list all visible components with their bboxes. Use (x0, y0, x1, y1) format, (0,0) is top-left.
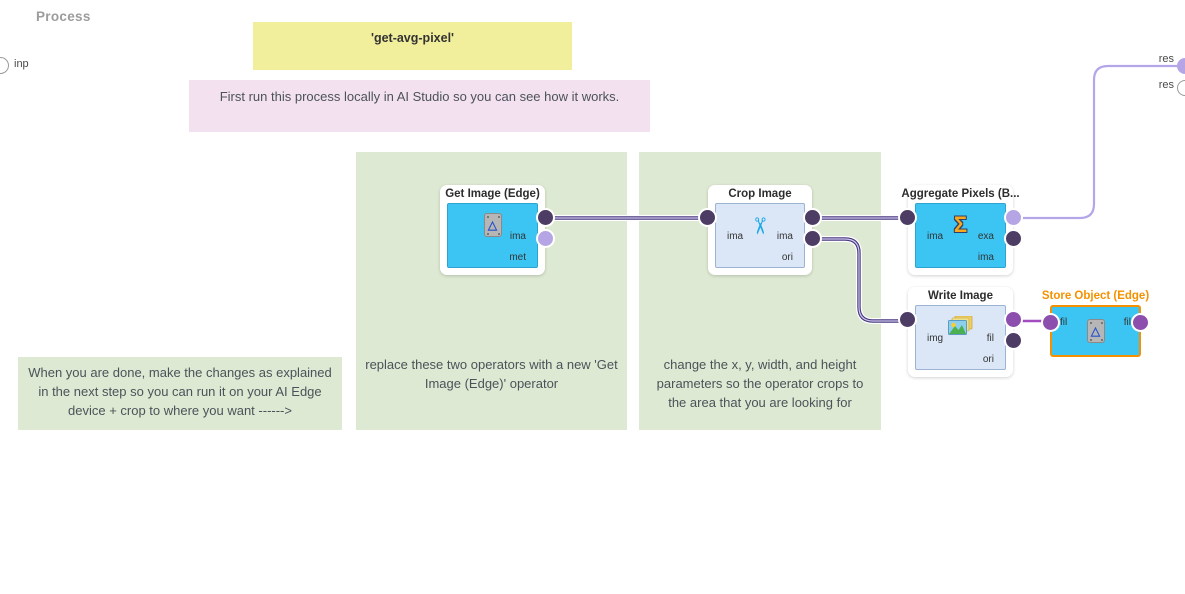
note-process-name[interactable]: 'get-avg-pixel' (253, 22, 572, 70)
operator-aggregate-pixels[interactable]: Aggregate Pixels (B... Σ ima exa ima (900, 185, 1021, 275)
output-port-met[interactable] (538, 231, 553, 246)
panel-caption: replace these two operators with a new '… (365, 357, 618, 391)
port-label-img: img (927, 333, 944, 344)
sigma-icon: Σ (953, 212, 968, 237)
port-label-ima: ima (927, 231, 944, 242)
operator-title: Aggregate Pixels (B... (901, 188, 1020, 200)
input-port-fil[interactable] (1043, 315, 1058, 330)
port-label-ori: ori (982, 354, 994, 365)
note-when-done[interactable]: When you are done, make the changes as e… (18, 357, 342, 430)
port-label-ori: ori (781, 252, 793, 263)
result-port-1[interactable] (1177, 58, 1185, 74)
output-port-exa[interactable] (1006, 210, 1021, 225)
output-port-ori[interactable] (1006, 333, 1021, 348)
output-port-ima[interactable] (538, 210, 553, 225)
result-port-label: res (1158, 79, 1174, 91)
output-port-ori[interactable] (805, 231, 820, 246)
input-port-label: inp (14, 58, 29, 70)
port-label-ima: ima (727, 231, 744, 242)
operator-title: Get Image (Edge) (445, 188, 540, 200)
port-label-ima: ima (509, 231, 526, 242)
edge-badge-icon: △ (1086, 319, 1105, 343)
operator-body: △ ima met (447, 203, 538, 268)
operator-crop-image[interactable]: Crop Image ✂ ima ima ori (700, 185, 820, 275)
port-label-met: met (509, 252, 526, 263)
port-label-ima: ima (776, 231, 793, 242)
input-port-img[interactable] (900, 312, 915, 327)
operator-title: Crop Image (728, 188, 792, 200)
operator-store-object[interactable]: △ fil fil (1043, 305, 1148, 357)
wire-crop-ori-to-write-img[interactable] (812, 236, 908, 324)
operator-write-image[interactable]: Write Image img fil ori (900, 287, 1021, 377)
scissors-icon: ✂ (747, 216, 773, 236)
port-label-fil: fil (1060, 317, 1068, 328)
operator-get-image[interactable]: Get Image (Edge) △ ima met (440, 185, 553, 275)
output-port-fil[interactable] (1133, 315, 1148, 330)
input-port-ima[interactable] (700, 210, 715, 225)
port-label-fil: fil (1123, 317, 1131, 328)
output-port-ima[interactable] (1006, 231, 1021, 246)
operator-body: ✂ ima ima ori (715, 203, 805, 268)
panel-caption: change the x, y, width, and height param… (656, 357, 864, 410)
process-breadcrumb: Process (36, 9, 91, 24)
output-port-fil[interactable] (1006, 312, 1021, 327)
operator-body: img fil ori (915, 305, 1006, 370)
output-port-ima[interactable] (805, 210, 820, 225)
operator-body: Σ ima exa ima (915, 203, 1006, 268)
operator-title-store-object: Store Object (Edge) (1041, 290, 1150, 302)
operator-title: Write Image (928, 290, 993, 302)
result-port-label: res (1158, 53, 1174, 65)
photo-icon (947, 315, 974, 341)
port-label-fil: fil (986, 333, 994, 344)
port-label-exa: exa (977, 231, 994, 242)
wire-aggregate-exa-to-result[interactable] (1013, 63, 1181, 221)
input-port-ima[interactable] (900, 210, 915, 225)
edge-badge-icon: △ (483, 213, 502, 237)
port-label-ima: ima (977, 252, 994, 263)
annotation-panel-get-image[interactable]: replace these two operators with a new '… (356, 152, 627, 430)
note-instruction[interactable]: First run this process locally in AI Stu… (189, 80, 650, 132)
